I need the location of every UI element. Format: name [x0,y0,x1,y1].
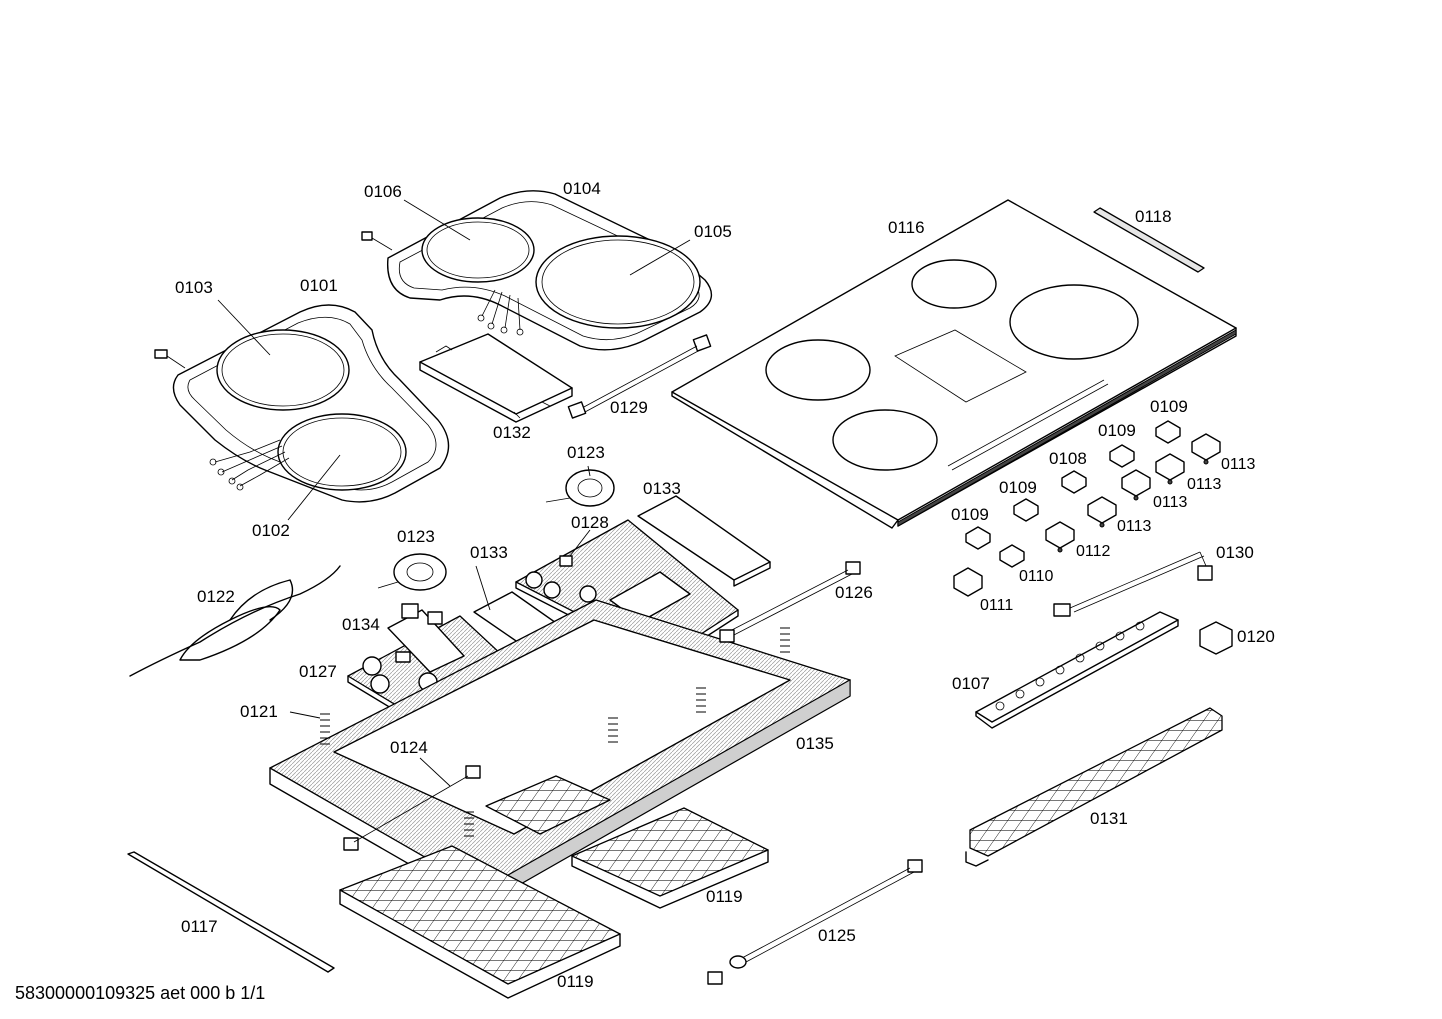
label-0111: 0111 [980,597,1013,614]
label-0118: 0118 [1135,207,1172,226]
label-0113-c: 0113 [1153,494,1188,511]
label-0126: 0126 [835,583,873,602]
label-0127: 0127 [299,662,337,681]
label-0107: 0107 [952,674,990,693]
label-0109-b: 0109 [1098,421,1136,440]
label-0117: 0117 [181,917,218,936]
base-tray-0119-right [571,807,769,909]
label-0105: 0105 [694,222,732,241]
coil-0106 [421,217,535,283]
label-0134: 0134 [342,615,380,634]
coil-0105 [535,235,701,329]
springs-0121 [320,627,790,837]
trim-strip-0118 [1093,207,1205,273]
label-0119-left: 0119 [557,972,594,991]
small-board-0134 [387,603,465,673]
label-0108: 0108 [1049,449,1087,468]
coil-wires-upper [477,289,524,336]
cable-0130 [1053,551,1213,617]
label-0109-a: 0109 [1150,397,1188,416]
label-0113-d: 0113 [1117,518,1152,535]
label-0130: 0130 [1216,543,1254,562]
label-0109-c: 0109 [999,478,1037,497]
label-0110: 0110 [1019,568,1054,585]
control-board-0107 [975,611,1179,729]
base-tray-0119-left [339,845,621,999]
label-0133-lower: 0133 [470,543,508,562]
coil-wires-left [209,439,290,491]
label-0119-right: 0119 [706,887,743,906]
coil-0103 [216,329,350,411]
document-code: 58300000109325 aet 000 b 1/1 [15,983,265,1003]
label-0104: 0104 [563,179,601,198]
coil-0102 [277,413,407,491]
label-0113-a: 0113 [1221,456,1256,473]
label-0129: 0129 [610,398,648,417]
label-0132: 0132 [493,423,531,442]
label-0122: 0122 [197,587,235,606]
power-cord-0122 [129,565,341,677]
label-0106: 0106 [364,182,402,201]
fan-0123-lower [377,553,447,591]
label-0120: 0120 [1237,627,1275,646]
label-0123-upper: 0123 [567,443,605,462]
fan-0123-upper [545,469,615,507]
housing-frame-0135 [269,599,851,907]
label-0135: 0135 [796,734,834,753]
label-0128: 0128 [571,513,609,532]
control-keys [953,420,1221,597]
label-0131: 0131 [1090,809,1128,828]
inner-tray [485,775,611,835]
label-0112: 0112 [1076,543,1111,560]
connector-0126 [719,561,861,643]
label-0101: 0101 [300,276,338,295]
label-0103: 0103 [175,278,213,297]
ceramic-glass-top-0116 [671,199,1237,529]
label-0125: 0125 [818,926,856,945]
bracket-0131 [965,707,1223,867]
part-labels: 0106 0104 0105 0103 0101 0132 0129 0116 … [175,179,1275,991]
label-0123-lower: 0123 [397,527,435,546]
label-0121: 0121 [240,702,278,721]
cable-0129 [567,334,712,419]
label-0102: 0102 [252,521,290,540]
label-0116: 0116 [888,218,925,237]
cable-0125 [707,859,923,985]
seal-strip-0117 [127,851,335,973]
connector-0124 [343,765,481,851]
label-0133-upper: 0133 [643,479,681,498]
label-0124: 0124 [390,738,428,757]
connector-0120 [1199,621,1233,655]
leader-lines [217,199,691,787]
shield-plate-0132 [419,333,573,423]
label-0109-d: 0109 [951,505,989,524]
label-0113-b: 0113 [1187,476,1222,493]
cover-0133-upper [637,495,771,587]
